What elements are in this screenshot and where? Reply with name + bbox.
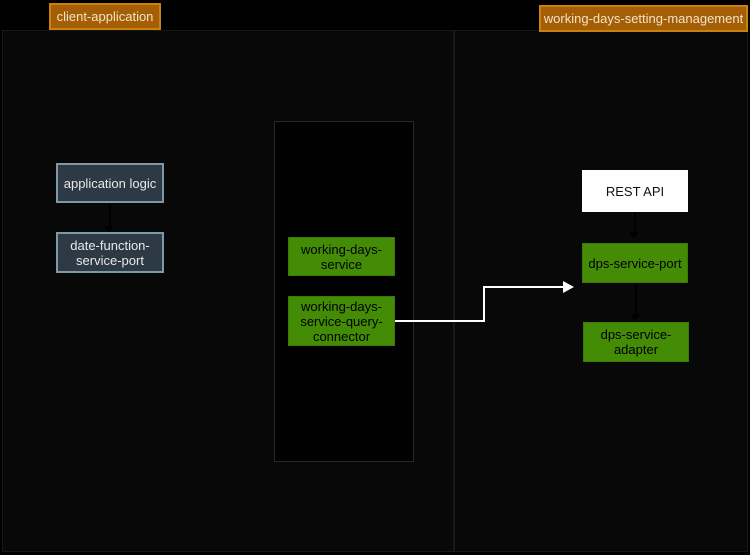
dps-service-port-node[interactable]: dps-service-port bbox=[582, 243, 688, 283]
application-logic-node[interactable]: application logic bbox=[56, 163, 164, 203]
rest-api-node[interactable]: REST API bbox=[582, 170, 688, 212]
connector-line bbox=[395, 286, 563, 322]
working-days-service-node[interactable]: working-days- service bbox=[288, 237, 395, 276]
connector-queryconnector-to-dpsport bbox=[395, 281, 574, 322]
arrowhead-restapi-to-dpsport-icon bbox=[629, 232, 639, 239]
date-function-service-port-node[interactable]: date-function- service-port bbox=[56, 232, 164, 273]
connector-arrowhead-icon bbox=[563, 281, 574, 293]
arrow-dpsport-to-dpsadapter bbox=[635, 284, 637, 314]
arrow-applogic-to-datefunction bbox=[109, 204, 111, 226]
arrowhead-dpsport-to-dpsadapter-icon bbox=[630, 314, 640, 321]
dps-service-adapter-node[interactable]: dps-service- adapter bbox=[583, 322, 689, 362]
working-days-setting-management-label[interactable]: working-days-setting-management bbox=[539, 5, 748, 32]
client-application-label[interactable]: client-application bbox=[49, 3, 161, 30]
working-days-setting-management-boundary bbox=[454, 30, 748, 552]
working-days-service-query-connector-node[interactable]: working-days- service-query- connector bbox=[288, 296, 395, 346]
arrow-service-to-queryconnector bbox=[340, 277, 342, 289]
arrowhead-applogic-to-datefunction-icon bbox=[104, 226, 114, 233]
arrow-restapi-to-dpsport bbox=[634, 213, 636, 232]
arrowhead-service-to-queryconnector-icon bbox=[335, 289, 345, 296]
